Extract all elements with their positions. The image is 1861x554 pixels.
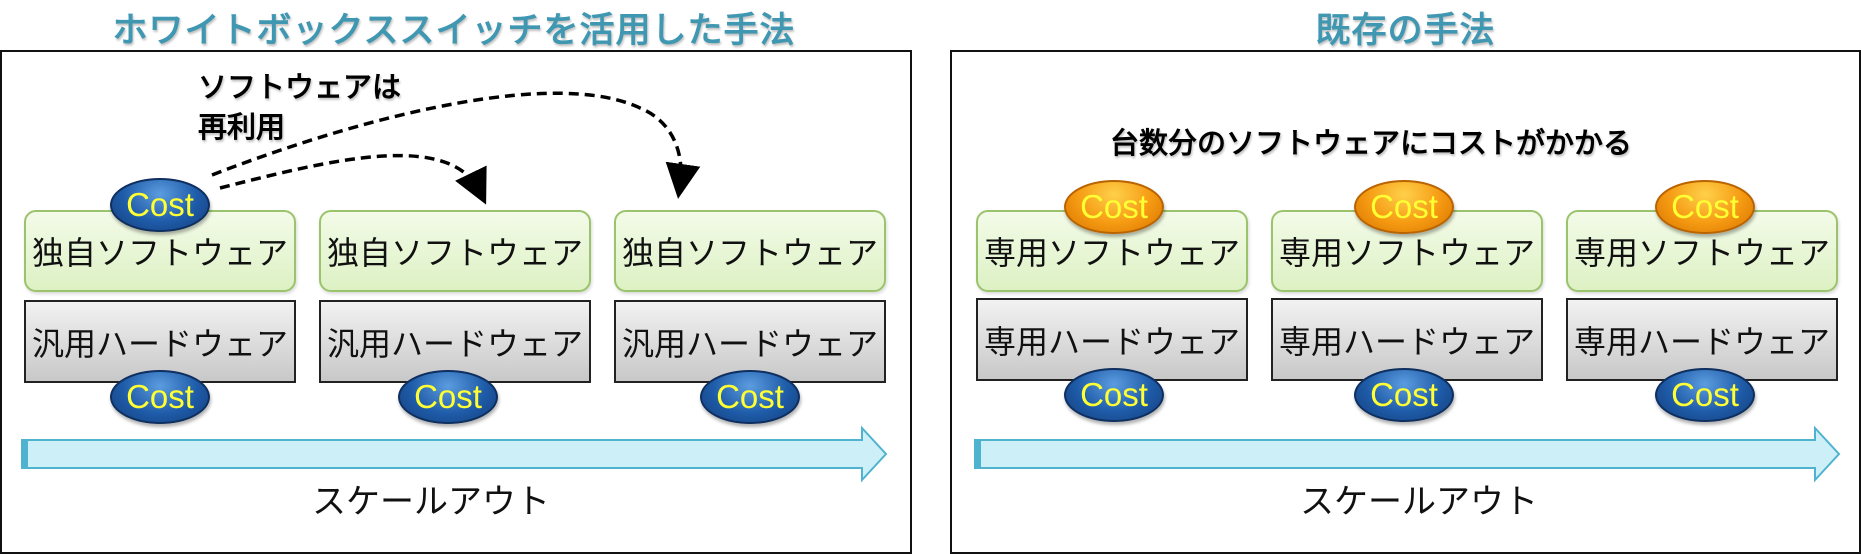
left-hardware-cost-3: Cost xyxy=(700,370,800,424)
reuse-note-line2: 再利用 xyxy=(198,110,286,144)
reuse-arrow-to-unit2 xyxy=(219,153,487,205)
left-software-cost-1: Cost xyxy=(110,178,210,232)
right-software-cost-2: Cost xyxy=(1354,180,1454,234)
right-software-box-2: 専用ソフトウェア xyxy=(1271,210,1543,292)
right-hardware-box-3: 専用ハードウェア xyxy=(1566,298,1838,381)
left-hardware-box-1: 汎用ハードウェア xyxy=(24,300,296,383)
left-software-box-2: 独自ソフトウェア xyxy=(319,210,591,292)
left-hardware-box-2: 汎用ハードウェア xyxy=(319,300,591,383)
reuse-note-line1: ソフトウェアは xyxy=(198,70,402,104)
right-software-cost-3: Cost xyxy=(1655,180,1755,234)
right-hardware-box-2: 専用ハードウェア xyxy=(1271,298,1543,381)
right-title: 既存の手法 xyxy=(1315,11,1496,51)
left-hardware-cost-2: Cost xyxy=(398,370,498,424)
right-hardware-cost-1: Cost xyxy=(1064,368,1164,422)
right-software-box-1: 専用ソフトウェア xyxy=(976,210,1248,292)
left-scale-out-label: スケールアウト xyxy=(312,482,550,522)
right-software-cost-1: Cost xyxy=(1064,180,1164,234)
right-scale-out-arrow xyxy=(974,425,1841,483)
software-cost-note: 台数分のソフトウェアにコストがかかる xyxy=(1110,126,1633,160)
right-scale-out-label: スケールアウト xyxy=(1300,482,1538,522)
left-software-box-3: 独自ソフトウェア xyxy=(614,210,886,292)
right-hardware-cost-3: Cost xyxy=(1655,368,1755,422)
left-scale-out-arrow xyxy=(21,425,888,483)
reuse-arrow-to-unit3 xyxy=(211,91,701,199)
left-title: ホワイトボックススイッチを活用した手法 xyxy=(112,11,796,51)
right-hardware-cost-2: Cost xyxy=(1354,368,1454,422)
left-hardware-cost-1: Cost xyxy=(110,370,210,424)
left-hardware-box-3: 汎用ハードウェア xyxy=(614,300,886,383)
